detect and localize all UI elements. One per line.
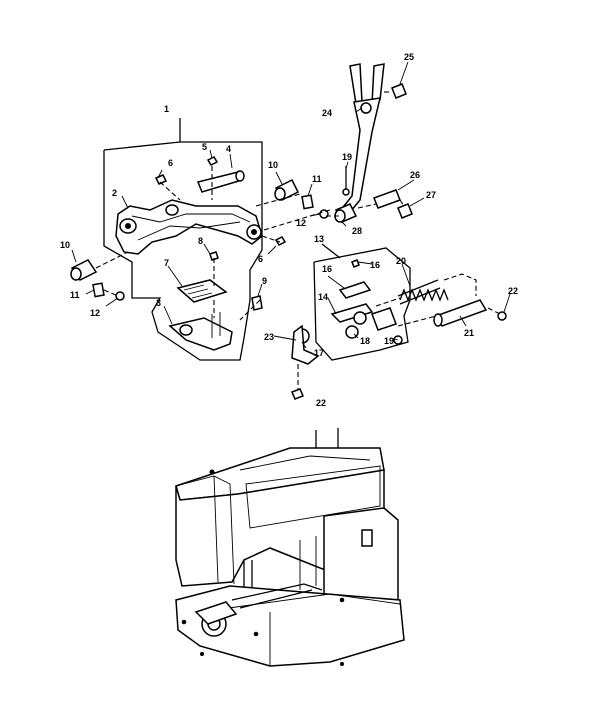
collar-10-right bbox=[274, 178, 300, 202]
callout-16b: 16 bbox=[370, 260, 380, 270]
callout-10b: 10 bbox=[60, 240, 70, 250]
callout-17: 17 bbox=[314, 348, 324, 358]
callout-23: 23 bbox=[264, 332, 274, 342]
callout-20: 20 bbox=[396, 256, 406, 266]
callout-2: 2 bbox=[112, 188, 117, 198]
callout-9: 9 bbox=[262, 276, 267, 286]
callout-27: 27 bbox=[426, 190, 436, 200]
callout-22a: 22 bbox=[508, 286, 518, 296]
vertical-rod-24 bbox=[342, 63, 385, 214]
callout-21: 21 bbox=[464, 328, 474, 338]
shaft-4 bbox=[196, 170, 245, 193]
cam-14 bbox=[330, 303, 374, 325]
callout-14: 14 bbox=[318, 292, 328, 302]
lever-assembly bbox=[115, 199, 263, 255]
callout-18: 18 bbox=[360, 336, 370, 346]
collar-28 bbox=[334, 203, 358, 223]
callout-12a: 12 bbox=[296, 218, 306, 228]
nut-27 bbox=[397, 199, 413, 219]
callout-19a: 19 bbox=[342, 152, 352, 162]
callout-11b: 11 bbox=[70, 290, 80, 300]
assembly-lines-2 bbox=[326, 215, 501, 327]
callout-24: 24 bbox=[322, 108, 332, 118]
assembly-lines-1 bbox=[95, 166, 331, 321]
plate-16 bbox=[338, 259, 372, 299]
callout-11a: 11 bbox=[312, 174, 322, 184]
callout-26: 26 bbox=[410, 170, 420, 180]
callout-8: 8 bbox=[198, 236, 203, 246]
callout-leaders bbox=[71, 61, 511, 349]
callout-16a: 16 bbox=[322, 264, 332, 274]
callout-28: 28 bbox=[352, 226, 362, 236]
callout-12b: 12 bbox=[90, 308, 100, 318]
group-1-outline bbox=[103, 118, 263, 361]
callout-7: 7 bbox=[164, 258, 169, 268]
feed-dog-7 bbox=[176, 279, 228, 303]
sewing-machine-overview bbox=[175, 428, 405, 667]
callout-6b: 6 bbox=[258, 254, 263, 264]
callout-1: 1 bbox=[164, 104, 169, 114]
collar-10-left bbox=[70, 259, 98, 281]
pin-26 bbox=[357, 189, 401, 209]
rod-21 bbox=[433, 299, 488, 327]
nut-25 bbox=[384, 83, 407, 99]
callout-22b: 22 bbox=[316, 398, 326, 408]
pin-19-top bbox=[342, 166, 350, 196]
callout-6a: 6 bbox=[168, 158, 173, 168]
spring-20 bbox=[397, 279, 449, 305]
callout-5: 5 bbox=[202, 142, 207, 152]
group-13-outline bbox=[313, 243, 411, 361]
callout-labels: 1 2 3 4 5 6 6 7 8 9 10 10 11 11 12 12 13… bbox=[60, 52, 518, 408]
callout-19b: 19 bbox=[384, 336, 394, 346]
bracket-3 bbox=[168, 312, 233, 351]
callout-13: 13 bbox=[314, 234, 324, 244]
callout-25: 25 bbox=[404, 52, 414, 62]
bracket-23 bbox=[291, 324, 320, 400]
callout-4: 4 bbox=[226, 144, 231, 154]
callout-3: 3 bbox=[156, 298, 161, 308]
callout-10a: 10 bbox=[268, 160, 278, 170]
